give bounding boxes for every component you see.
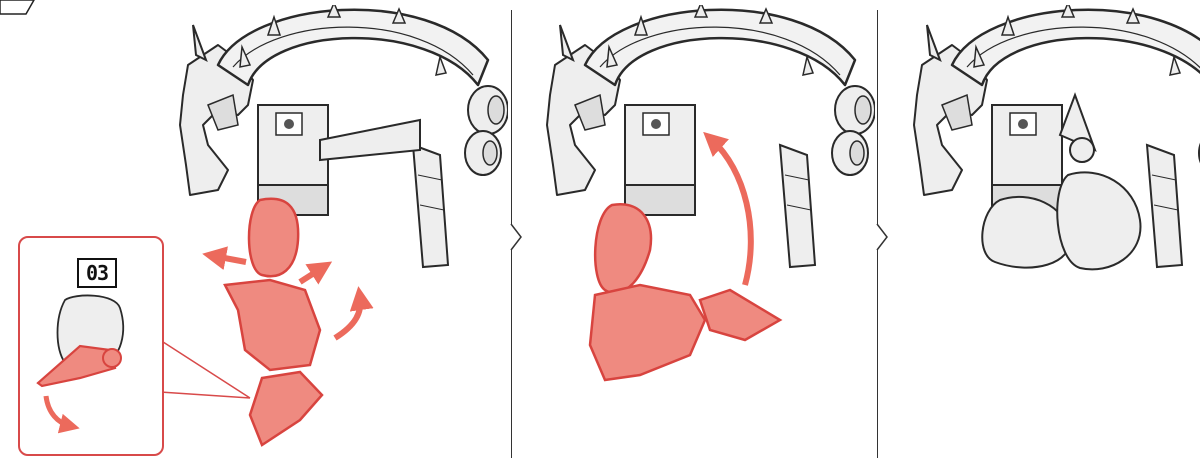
inset-illustration [20,238,162,454]
connector-arm [320,120,420,160]
highlight-part [590,285,705,380]
motion-arrow [214,256,246,262]
callout-line [160,340,250,398]
highlight-part [595,204,651,293]
rotate-arrow [712,140,751,285]
motion-arrow [46,396,70,426]
panel-step-1 [160,3,508,445]
motion-arrow [335,298,360,338]
panel-step-2 [547,3,875,380]
highlight-part [249,199,298,276]
highlight-part [250,372,322,445]
frame-outline [547,3,875,267]
highlight-part [225,280,320,370]
highlight-part [38,346,115,386]
detail-inset: 03 [18,236,164,456]
highlight-part [700,290,780,340]
joint [1070,138,1094,162]
folded-body [1057,172,1140,269]
panel-step-3 [914,3,1200,269]
motion-arrow [300,268,322,282]
